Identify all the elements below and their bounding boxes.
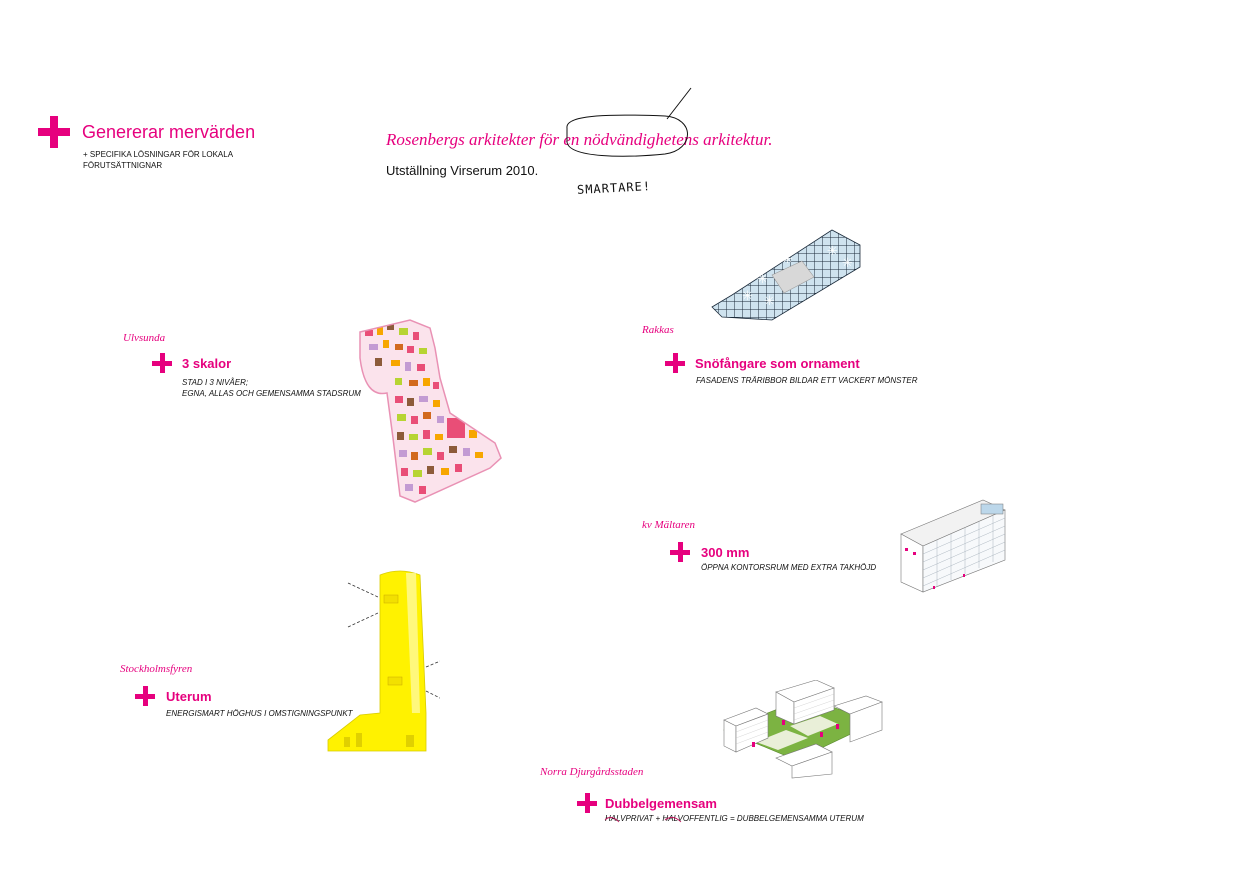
project-desc-line2: EGNA, ALLAS OCH GEMENSAMMA STADSRUM: [182, 389, 361, 398]
rakkas-building-illustration: ✳✳✳ ✳✳✳ ✳✳✳: [711, 214, 861, 321]
project-title-snofangare: Snöfångare som ornament: [695, 356, 860, 371]
project-desc-line1: STAD I 3 NIVÅER;: [182, 378, 249, 387]
place-kv-maltaren: kv Mältaren: [642, 519, 696, 531]
project-desc-line1: ENERGISMART HÖGHUS I OMSTIGNINGSPUNKT: [166, 709, 353, 718]
plus-icon: [670, 542, 690, 562]
project-title-uterum: Uterum: [166, 689, 212, 704]
plus-icon: [38, 116, 70, 148]
place-rakkas: Rakkas: [642, 324, 674, 336]
plus-icon: [135, 686, 155, 706]
main-title: Genererar mervärden: [82, 122, 256, 142]
plus-icon: [577, 793, 597, 813]
place-ulvsunda: Ulvsunda: [123, 332, 166, 344]
maltaren-building-illustration: [900, 499, 1006, 593]
main-subtitle-1: + SPECIFIKA LÖSNINGAR FÖR LOKALA: [83, 150, 234, 159]
stockholmsfyren-tower-illustration: [327, 570, 440, 752]
place-stockholmsfyren: Stockholmsfyren: [120, 663, 193, 675]
place-norra-djurgardsstaden: Norra Djurgårdsstaden: [540, 766, 644, 778]
svg-text:✳: ✳: [742, 289, 753, 304]
svg-text:✳: ✳: [827, 244, 838, 259]
norra-djurgardsstaden-block-illustration: [723, 680, 883, 779]
main-subtitle-2: FÖRUTSÄTTNIGNAR: [83, 161, 163, 170]
project-desc-line1: HALVPRIVAT + HALVOFFENTLIG = DUBBELGEMEN…: [605, 814, 864, 823]
svg-text:✳: ✳: [764, 294, 775, 309]
svg-text:✳: ✳: [842, 256, 853, 271]
svg-text:✳: ✳: [757, 272, 768, 287]
handwritten-strikethrough-marks: [604, 817, 682, 823]
project-desc-line1: ÖPPNA KONTORSRUM MED EXTRA TAKHÖJD: [701, 563, 877, 572]
project-title-300mm: 300 mm: [701, 545, 750, 560]
svg-text:✳: ✳: [820, 214, 831, 229]
sketch-bubble-annotation: [566, 87, 692, 157]
plus-icon: [152, 353, 172, 373]
headline: Rosenbergs arkitekter för en nödvändighe…: [386, 130, 773, 149]
exhibition-text: Utställning Virserum 2010.: [386, 163, 539, 178]
svg-text:✳: ✳: [797, 234, 808, 249]
svg-text:✳: ✳: [834, 218, 845, 233]
project-title-3-skalor: 3 skalor: [182, 356, 232, 371]
project-title-dubbelgemensam: Dubbelgemensam: [605, 796, 717, 811]
svg-text:✳: ✳: [782, 252, 793, 267]
ulvsunda-city-plan: [359, 319, 502, 503]
project-desc-line1: FASADENS TRÄRIBBOR BILDAR ETT VACKERT MÖ…: [696, 376, 918, 385]
plus-icon: [665, 353, 685, 373]
handwritten-note: SMARTARE!: [576, 179, 652, 197]
